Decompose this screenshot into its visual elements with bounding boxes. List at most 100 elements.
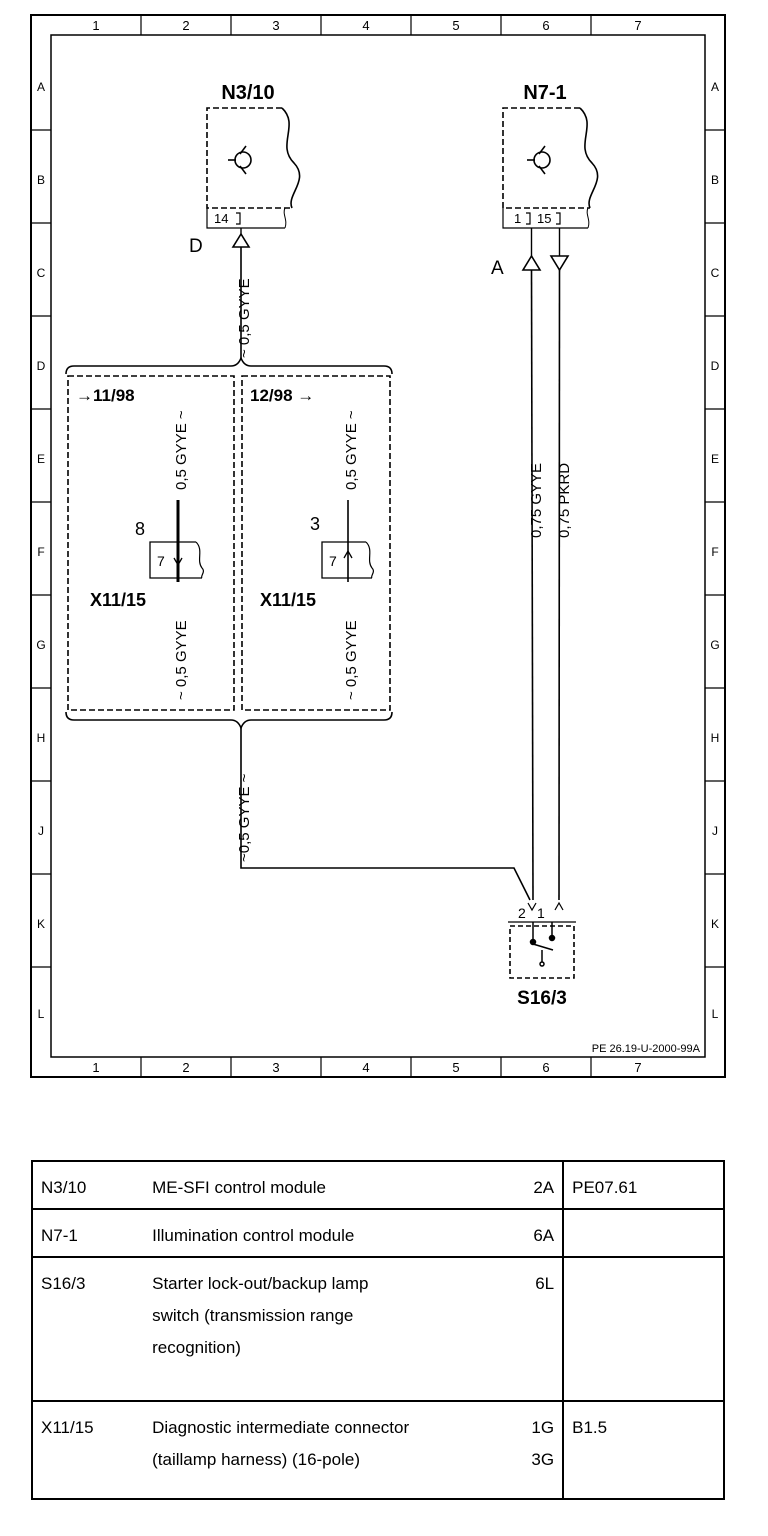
row-dividers: [31, 129, 725, 968]
point-label: D: [189, 236, 203, 257]
pin-label: 14: [214, 211, 228, 226]
col-label-top: 1: [92, 18, 99, 33]
break-line: [579, 107, 599, 209]
wire-label: ~0,5 GYYE ~: [236, 773, 253, 862]
pin-label: 7: [157, 553, 165, 569]
component-label: N3/10: [221, 82, 274, 104]
variant-box-right: [241, 375, 391, 711]
legend-reference: PE07.61: [563, 1160, 725, 1210]
wire: [558, 269, 561, 901]
legend-row: X11/15 Diagnostic intermediate connector…: [30, 1400, 725, 1500]
point-label: A: [491, 258, 504, 279]
transistor-icon: [527, 145, 551, 175]
row-label-right: E: [711, 452, 719, 466]
row-label-left: E: [37, 452, 45, 466]
row-label-left: B: [37, 173, 45, 187]
wire-label: 0,75 GYYE: [528, 463, 545, 538]
legend-code: S16/3: [30, 1256, 145, 1402]
row-label-right: D: [711, 359, 720, 373]
component-s16-3: 2 1 S16/3: [508, 901, 576, 1009]
legend-coordinate-line: 2A: [533, 1178, 555, 1197]
col-label-top: 2: [182, 18, 189, 33]
row-label-right: H: [711, 731, 720, 745]
wire: [240, 728, 531, 901]
connector-label: X11/15: [260, 590, 316, 610]
row-label-left: L: [38, 1007, 45, 1021]
pin-hook-icon: [556, 212, 561, 225]
break-line: [195, 541, 205, 579]
legend-row: N7-1 Illumination control module 6A: [30, 1208, 725, 1258]
pin-label: 1: [514, 211, 521, 226]
top-brace: [65, 355, 393, 375]
row-label-left: K: [37, 917, 45, 931]
connector-triangle-icon: [521, 254, 542, 271]
col-label-bottom: 3: [272, 1060, 279, 1075]
row-label-right: F: [711, 545, 718, 559]
column-dividers: [140, 15, 592, 1077]
row-label-left: H: [37, 731, 46, 745]
pin-label: 1: [537, 905, 545, 921]
pin-arrow-icon: [173, 557, 183, 567]
legend-reference: B1.5: [563, 1400, 725, 1500]
legend-description-line: Illumination control module: [152, 1226, 355, 1245]
col-label-top: 3: [272, 18, 279, 33]
col-label-top: 7: [634, 18, 641, 33]
pin-arrow-icon: [554, 901, 564, 911]
connector-ref-label: 8: [135, 519, 145, 539]
variant-label-left: →11/98: [76, 386, 135, 405]
legend-code: X11/15: [30, 1400, 145, 1500]
legend-description-line: Diagnostic intermediate connector: [152, 1418, 410, 1437]
row-label-left: A: [37, 80, 45, 94]
component-n7-1: N7-1 1 15 A: [491, 82, 599, 279]
row-label-right: J: [712, 824, 718, 838]
legend-coordinate-line: 6A: [533, 1226, 555, 1245]
bottom-brace: [65, 711, 393, 731]
row-label-left: F: [37, 545, 44, 559]
pin-hook-icon: [236, 212, 241, 225]
component-label: S16/3: [517, 988, 567, 1009]
row-label-left: D: [37, 359, 46, 373]
legend-description-line: ME-SFI control module: [152, 1178, 326, 1197]
component-label: N7-1: [523, 82, 566, 104]
legend-coordinate: 6A: [497, 1208, 565, 1258]
legend-reference: [563, 1208, 725, 1258]
connector-x11-15-left: 0,5 GYYE ~ 8 7 X11/15 ~ 0,5 GYYE: [90, 410, 205, 700]
component-n3-10: N3/10 14 D: [189, 82, 301, 257]
switch-icon: [529, 922, 556, 967]
row-label-right: B: [711, 173, 719, 187]
legend-coordinate-line: 1G: [531, 1418, 555, 1437]
transistor-icon: [228, 145, 252, 175]
legend-description: Starter lock-out/backup lamp switch (tra…: [144, 1256, 498, 1402]
wire-label: 0,5 GYYE ~: [343, 410, 360, 490]
legend-coordinate: 2A: [497, 1160, 565, 1210]
connector-x11-15-right: 0,5 GYYE ~ 3 7 X11/15 ~ 0,5 GYYE: [260, 410, 375, 700]
pin-hook-icon: [526, 212, 531, 225]
row-label-left: G: [36, 638, 45, 652]
break-line: [365, 541, 375, 579]
legend-code: N3/10: [30, 1160, 145, 1210]
variant-label-right: 12/98 →: [250, 386, 314, 405]
wire-label: ~ 0,5 GYYE: [343, 620, 360, 700]
pin-label: 15: [537, 211, 551, 226]
row-label-right: A: [711, 80, 719, 94]
wire-label: ~ 0,5 GYYE: [236, 278, 253, 358]
col-label-bottom: 6: [542, 1060, 549, 1075]
row-label-right: K: [711, 917, 719, 931]
legend-description-line: switch (transmission range: [152, 1306, 354, 1325]
legend-coordinate-line: 6L: [535, 1274, 555, 1293]
legend-description: Diagnostic intermediate connector (taill…: [144, 1400, 498, 1500]
connector-ref-label: 3: [310, 514, 320, 534]
inner-frame: [50, 34, 706, 1058]
outer-frame: [30, 14, 726, 1078]
legend-code: N7-1: [30, 1208, 145, 1258]
pin-label: 2: [518, 905, 526, 921]
legend-row: N3/10 ME-SFI control module 2A PE07.61: [30, 1160, 725, 1210]
col-label-bottom: 4: [362, 1060, 369, 1075]
legend-coordinate-line: 3G: [531, 1450, 555, 1469]
legend-row: S16/3 Starter lock-out/backup lamp switc…: [30, 1256, 725, 1402]
col-label-top: 5: [452, 18, 459, 33]
col-label-bottom: 1: [92, 1060, 99, 1075]
legend-description-line: (taillamp harness) (16-pole): [152, 1450, 360, 1469]
legend-description-line: recognition): [152, 1338, 241, 1357]
legend-coordinate: 6L: [497, 1256, 565, 1402]
